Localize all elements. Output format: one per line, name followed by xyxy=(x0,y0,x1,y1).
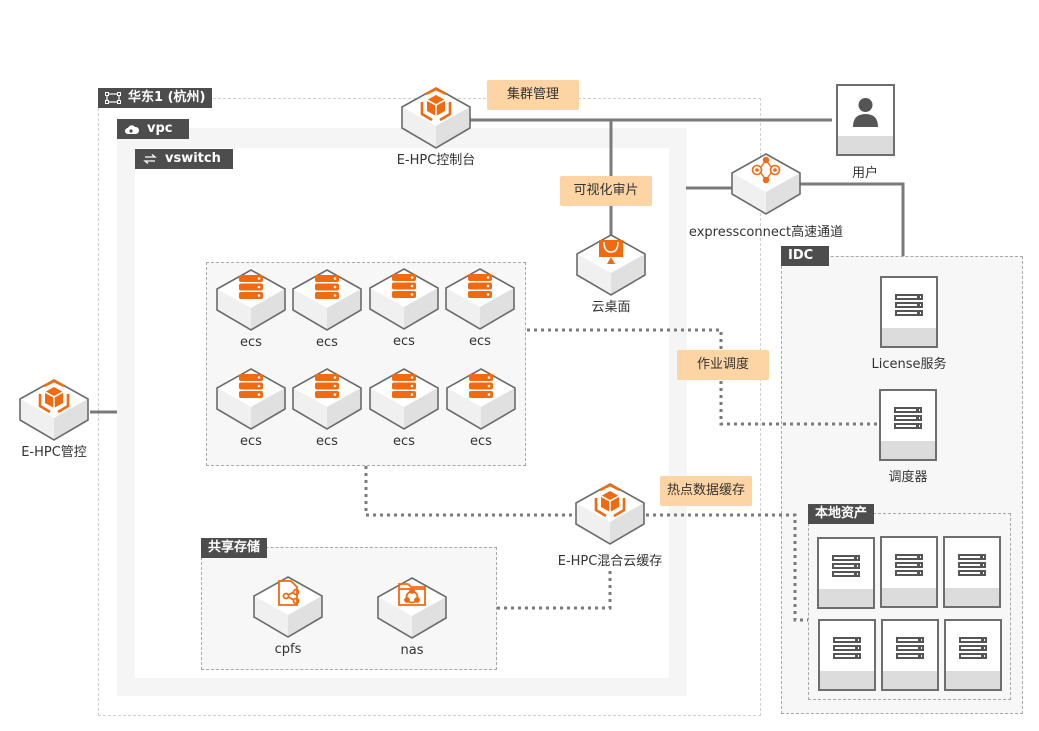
server-rack-icon xyxy=(832,555,860,579)
hybrid-cache-node[interactable] xyxy=(572,482,648,546)
server-footer xyxy=(820,671,874,689)
region-label: 华东1 (杭州) xyxy=(128,90,206,105)
local-assets-group xyxy=(808,513,1011,700)
user-label: 用户 xyxy=(851,166,879,181)
cluster-mgmt-badge: 集群管理 xyxy=(487,80,579,110)
local-server[interactable] xyxy=(881,619,939,691)
server-rack-icon xyxy=(895,294,923,318)
ecs-node[interactable]: ecs xyxy=(213,367,289,450)
cpfs-node[interactable]: cpfs xyxy=(250,575,326,658)
local-server[interactable] xyxy=(818,619,876,691)
local-server[interactable] xyxy=(817,537,875,609)
ecs-label: ecs xyxy=(470,434,492,449)
user-node[interactable] xyxy=(836,84,895,156)
cloud-icon xyxy=(125,124,140,134)
ecs-server-icon xyxy=(446,368,516,430)
server-rack-icon xyxy=(958,554,986,578)
region-tag: 华东1 (杭州) xyxy=(98,88,213,108)
server-footer xyxy=(946,671,1000,689)
server-footer xyxy=(882,328,936,346)
ecs-label: ecs xyxy=(316,434,338,449)
ecs-label: ecs xyxy=(240,434,262,449)
ecs-node[interactable]: ecs xyxy=(366,367,442,450)
ecs-server-icon xyxy=(445,268,515,330)
ecs-node[interactable]: ecs xyxy=(442,267,518,350)
idc-tag: IDC xyxy=(781,246,829,266)
local-assets-label: 本地资产 xyxy=(815,506,868,521)
hot-data-cache-badge: 热点数据缓存 xyxy=(660,476,752,506)
ehpc-console-label: E-HPC控制台 xyxy=(396,153,476,168)
vpc-tag: vpc xyxy=(117,119,189,139)
local-assets-tag: 本地资产 xyxy=(808,504,875,524)
nas-node[interactable]: nas xyxy=(374,576,450,659)
hybrid-cache-label: E-HPC混合云缓存 xyxy=(557,554,663,569)
switch-arrows-icon xyxy=(143,154,157,164)
server-rack-icon xyxy=(895,554,923,578)
ecs-label: ecs xyxy=(393,434,415,449)
local-server[interactable] xyxy=(943,536,1001,608)
cpfs-label: cpfs xyxy=(274,642,302,657)
visual-review-badge: 可视化审片 xyxy=(560,176,652,206)
ecs-node[interactable]: ecs xyxy=(289,268,365,351)
server-footer xyxy=(881,441,935,459)
nas-label: nas xyxy=(400,643,424,658)
server-footer xyxy=(945,588,999,606)
ecs-node[interactable]: ecs xyxy=(443,367,519,450)
license-server-node[interactable] xyxy=(880,276,938,348)
user-box-footer xyxy=(838,136,893,154)
shared-storage-tag: 共享存储 xyxy=(201,538,268,558)
cloud-desktop-node[interactable]: 云桌面 xyxy=(573,233,649,316)
ecs-label: ecs xyxy=(316,335,338,350)
server-rack-icon xyxy=(959,637,987,661)
ecs-server-icon xyxy=(369,368,439,430)
scheduler-node[interactable] xyxy=(879,389,937,461)
express-connect-node[interactable] xyxy=(728,152,804,216)
ehpc-cube-icon xyxy=(19,379,89,441)
ehpc-manage-label: E-HPC管控 xyxy=(21,445,87,460)
server-rack-icon xyxy=(894,407,922,431)
ecs-label: ecs xyxy=(240,335,262,350)
server-footer xyxy=(882,588,936,606)
monitor-icon xyxy=(576,234,646,296)
region-frame-icon xyxy=(105,92,121,104)
job-scheduling-badge: 作业调度 xyxy=(677,350,769,380)
ecs-node[interactable]: ecs xyxy=(366,267,442,350)
cloud-desktop-label: 云桌面 xyxy=(591,300,631,315)
shared-storage-group xyxy=(201,547,497,670)
folder-share-icon xyxy=(377,577,447,639)
ecs-node[interactable]: ecs xyxy=(289,367,365,450)
ehpc-cube-icon xyxy=(575,483,645,545)
user-icon xyxy=(853,98,878,127)
ecs-label: ecs xyxy=(469,334,491,349)
ecs-label: ecs xyxy=(393,334,415,349)
license-label: License服务 xyxy=(871,357,947,372)
ehpc-manage-node[interactable]: E-HPC管控 xyxy=(16,378,92,461)
scheduler-label: 调度器 xyxy=(888,470,928,485)
file-share-icon xyxy=(253,576,323,638)
ecs-server-icon xyxy=(216,368,286,430)
idc-label: IDC xyxy=(788,248,814,263)
server-footer xyxy=(883,671,937,689)
local-server[interactable] xyxy=(944,619,1002,691)
ecs-server-icon xyxy=(292,368,362,430)
server-rack-icon xyxy=(896,637,924,661)
shared-storage-label: 共享存储 xyxy=(208,540,261,555)
ecs-server-icon xyxy=(292,269,362,331)
vpc-label: vpc xyxy=(147,121,173,136)
network-hub-icon xyxy=(731,153,801,215)
ecs-server-icon xyxy=(216,269,286,331)
ehpc-console-node[interactable]: E-HPC控制台 xyxy=(396,86,476,169)
local-server[interactable] xyxy=(880,536,938,608)
ehpc-cube-icon xyxy=(401,87,471,149)
ecs-node[interactable]: ecs xyxy=(213,268,289,351)
vswitch-tag: vswitch xyxy=(135,149,233,169)
express-connect-label: expressconnect高速通道 xyxy=(688,225,844,240)
server-footer xyxy=(819,589,873,607)
ecs-server-icon xyxy=(369,268,439,330)
server-rack-icon xyxy=(833,637,861,661)
vswitch-label: vswitch xyxy=(165,151,221,166)
